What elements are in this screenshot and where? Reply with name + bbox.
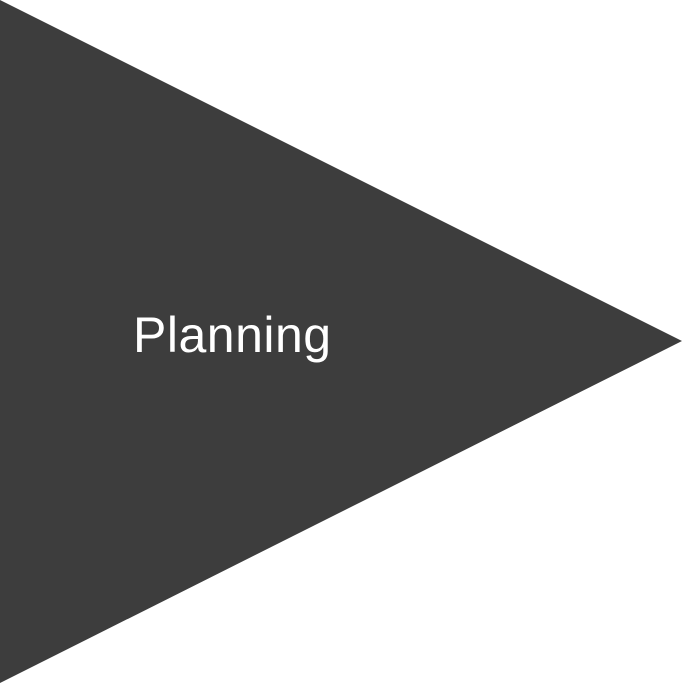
step-label: Planning bbox=[133, 307, 332, 363]
